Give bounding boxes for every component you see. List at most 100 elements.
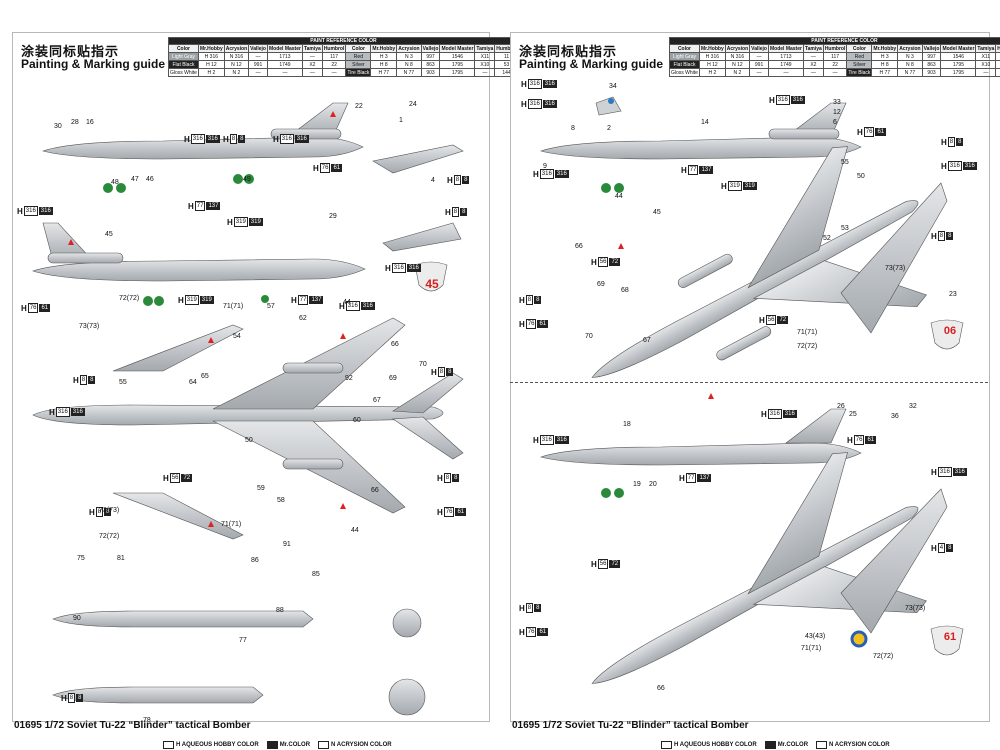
part-number: 67 [373,397,381,404]
part-number: 24 [409,101,417,108]
tail-badge-icon [930,625,964,656]
part-number: 72(72) [873,653,894,660]
side-view-right [41,102,364,193]
side-view-lower-scheme [539,408,862,498]
aqueous-icon [661,741,672,749]
scheme-divider [510,382,988,383]
wheel-icon [614,183,624,193]
part-number: 66 [391,341,399,348]
table-row: Light Gray H 316 N 316 — 1713 — 117 Red … [168,52,519,61]
part-number: 50 [857,173,865,180]
acrysion-icon [318,741,330,749]
top-view-upper-scheme [591,146,927,378]
part-number: 66 [575,243,583,250]
part-number: 2 [607,125,611,132]
part-number: 72(72) [99,533,120,540]
side-view-left [32,222,366,306]
part-number: 45 [105,231,113,238]
part-number: 55 [841,159,849,166]
part-number: 72(72) [119,295,140,302]
part-number: 34 [609,83,617,90]
part-number: 73(73) [79,323,100,330]
part-number: 72(72) [797,343,818,350]
legend-item: Mr.COLOR [764,741,808,749]
part-number: 22 [355,103,363,110]
wheel-icon [143,296,153,306]
part-number: 86 [251,557,259,564]
red-star-icon [208,521,214,527]
part-number: 70 [585,333,593,340]
part-number: 68 [621,287,629,294]
part-number: 78 [143,717,151,724]
tail-fin-view [382,222,462,252]
footer-left: 01695 1/72 Soviet Tu-22 “Blinder” tactic… [14,720,251,731]
part-number: 71(71) [797,329,818,336]
part-number: 16 [86,119,94,126]
page-title-en: Painting & Marking guide [21,57,166,71]
part-number: 58 [277,497,285,504]
part-number: 57 [267,303,275,310]
part-number: 54 [233,333,241,340]
red-star-icon [208,337,214,343]
part-number: 8 [571,125,575,132]
part-number: 12 [833,109,841,116]
wheel-icon [233,174,243,184]
part-number: 88 [276,607,284,614]
table-row: Gloss White H 2 N 2 — — — — Tire Black H… [669,68,1000,77]
part-number: 92 [345,375,353,382]
part-number: 23 [949,291,957,298]
roundel-icon [850,630,868,648]
aircraft-drawings-right [539,96,964,684]
part-number: 55 [119,379,127,386]
paint-reference-table: PAINT REFERENCE COLOR Color Mr.Hobby Acr… [168,37,519,77]
mr-color-icon [266,741,278,749]
red-star-icon [340,333,346,339]
part-number: 32 [909,403,917,410]
part-number: 71(71) [221,521,242,528]
tail-number-right-top: 06 [943,325,957,337]
wing-panel-view [840,182,948,334]
legend-item: H AQUEOUS HOBBY COLOR [163,741,259,749]
aqueous-icon [163,741,174,749]
red-star-icon [618,243,624,249]
instruction-page-left: 涂装同标贴指示 Painting & Marking guide PAINT R… [12,32,519,749]
part-number: 49 [243,176,251,183]
part-number: 90 [73,615,81,622]
legend-item: N ACRYSION COLOR [318,741,392,749]
part-number: 69 [389,375,397,382]
page-title-cn: 涂装同标贴指示 [21,44,120,59]
part-number: 85 [312,571,320,578]
wing-panel-view [112,492,244,540]
part-number: 4 [431,177,435,184]
tail-number-right-bottom: 61 [943,631,957,643]
wheel-icon [261,295,269,303]
part-number: 64 [189,379,197,386]
legend-item: Mr.COLOR [266,741,310,749]
tail-fin-view [372,144,464,174]
